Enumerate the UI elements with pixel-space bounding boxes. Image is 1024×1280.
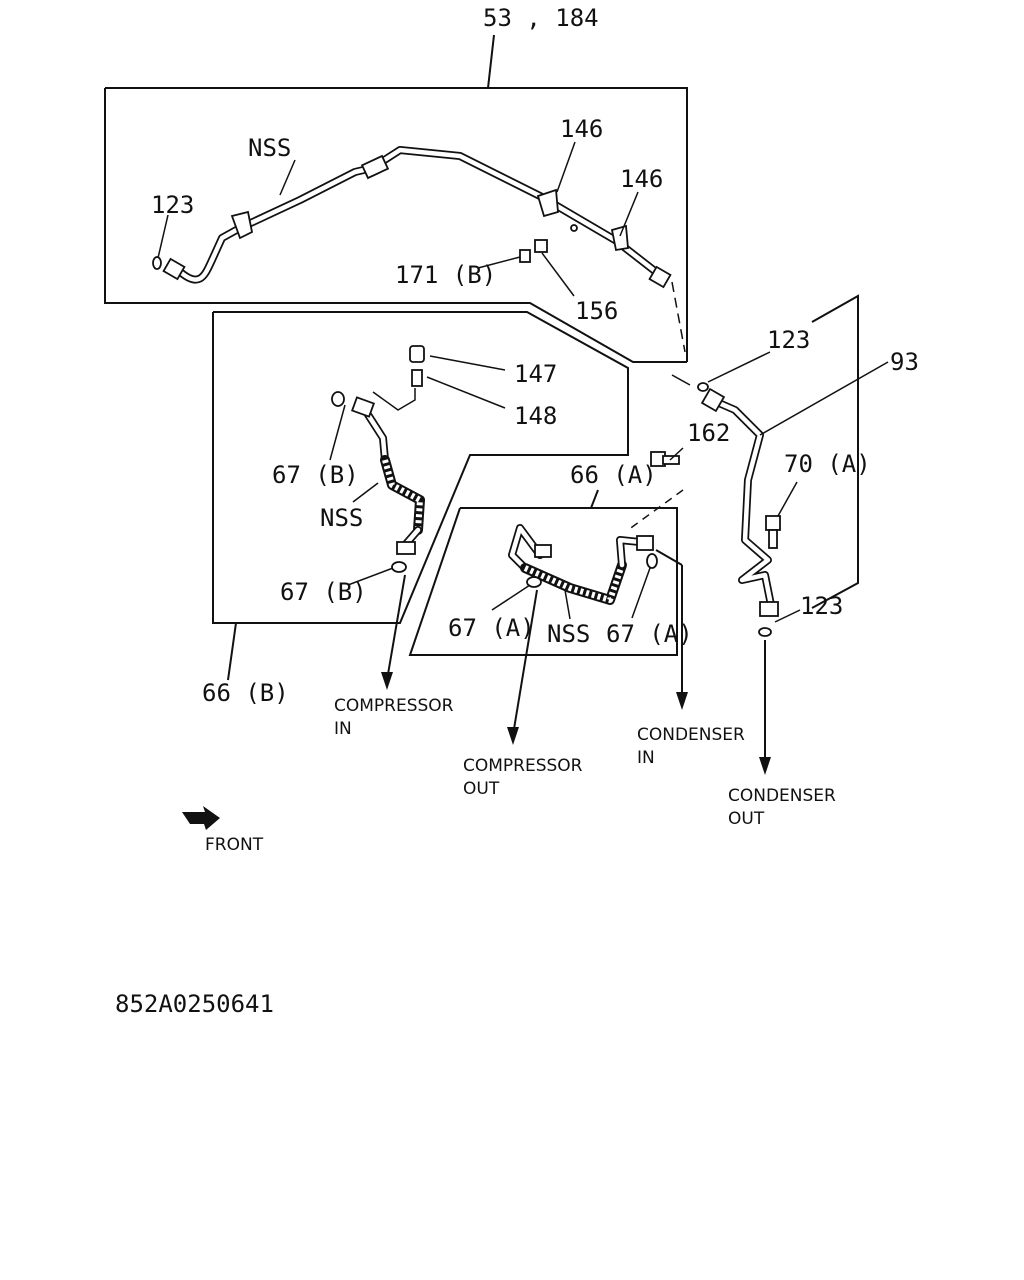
bolt-162 (627, 447, 684, 531)
label-123-low: 123 (800, 592, 843, 620)
label-147: 147 (514, 360, 557, 388)
condenser-in-label-2: IN (637, 748, 655, 768)
top-leaders (157, 141, 639, 297)
front-arrow-icon (182, 806, 220, 830)
compressor-out-arrowhead (507, 727, 519, 745)
drawing-code: 852A0250641 (115, 990, 274, 1018)
hose-66b (329, 345, 506, 586)
hose-66a (491, 524, 658, 620)
pipe-93 (671, 281, 889, 637)
condenser-out-label-2: OUT (728, 809, 765, 829)
compressor-out-label-2: OUT (463, 779, 500, 799)
label-162: 162 (687, 419, 730, 447)
label-53-184: 53 , 184 (483, 4, 599, 32)
compressor-in-arrowhead (381, 672, 393, 690)
label-nss-low: NSS (547, 620, 590, 648)
label-67a-b: 67 (A) (606, 620, 693, 648)
label-171b: 171 (B) (395, 261, 496, 289)
label-nss-top: NSS (248, 134, 291, 162)
frame-66b (212, 311, 629, 681)
label-123-top: 123 (151, 191, 194, 219)
label-70a: 70 (A) (784, 450, 871, 478)
label-148: 148 (514, 402, 557, 430)
label-146-a: 146 (560, 115, 603, 143)
label-66a: 66 (A) (570, 461, 657, 489)
label-123-mid: 123 (767, 326, 810, 354)
label-67b-b: 67 (B) (280, 578, 367, 606)
label-67b-a: 67 (B) (272, 461, 359, 489)
condenser-out-label-1: CONDENSER (728, 786, 836, 806)
compressor-in-label-1: COMPRESSOR (334, 696, 454, 716)
flow-arrows (381, 549, 771, 775)
compressor-in-label-2: IN (334, 719, 352, 739)
compressor-out-label-1: COMPRESSOR (463, 756, 583, 776)
label-67a-a: 67 (A) (448, 614, 535, 642)
top-refrigerant-pipe (152, 146, 672, 289)
label-156: 156 (575, 297, 618, 325)
top-assembly-frame (104, 34, 688, 363)
label-nss-left: NSS (320, 504, 363, 532)
condenser-in-arrowhead (676, 692, 688, 710)
front-label: FRONT (205, 835, 264, 855)
label-146-b: 146 (620, 165, 663, 193)
label-93: 93 (890, 348, 919, 376)
frame-66a (408, 489, 678, 656)
condenser-in-label-1: CONDENSER (637, 725, 745, 745)
label-66b: 66 (B) (202, 679, 289, 707)
condenser-out-arrowhead (759, 757, 771, 775)
